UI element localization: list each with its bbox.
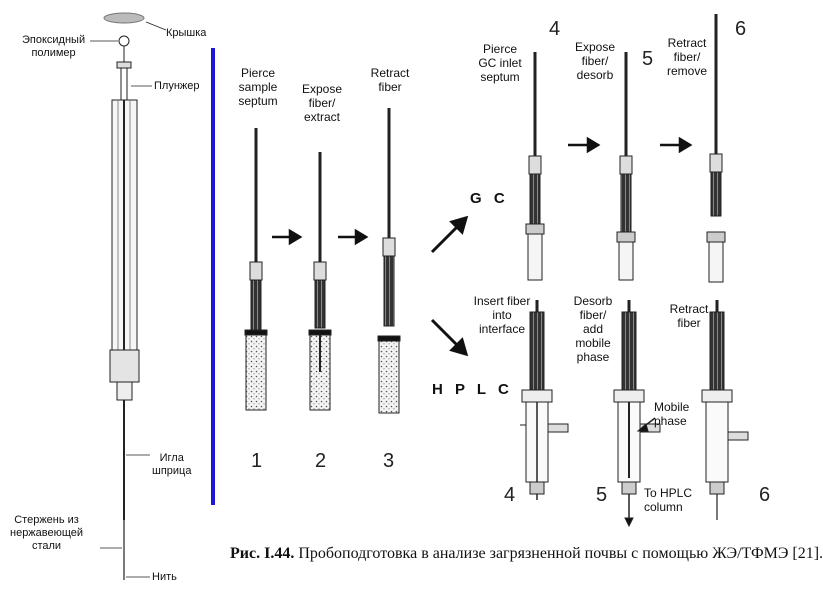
step-arrows-gc <box>568 136 693 154</box>
label-thread: Нить <box>152 571 177 583</box>
hplc-step-label-4: Insert fiber into interface <box>473 294 531 336</box>
route-arrows <box>430 215 469 357</box>
syringe-diagram <box>90 12 167 580</box>
sample-fiber-3 <box>377 108 401 414</box>
gc-step-label-6: Retract fiber/ remove <box>666 36 707 78</box>
label-needle: Игла шприца <box>152 452 192 477</box>
to-hplc-column-label: To HPLC column <box>644 486 693 514</box>
caption-prefix: Рис. I.44. <box>230 545 295 562</box>
gc-step-number-6: 6 <box>735 18 747 40</box>
gc-fiber-6 <box>706 14 726 283</box>
mobile-phase-label: Mobile phase <box>654 400 690 428</box>
step-arrows-sample <box>272 228 369 246</box>
hplc-step-number-5: 5 <box>596 484 608 506</box>
gc-step-number-4: 4 <box>549 18 561 40</box>
label-cap: Крышка <box>166 27 207 39</box>
gc-fiber-4 <box>525 52 545 281</box>
cap-shape <box>103 12 145 24</box>
hplc-step-label-6: Retract fiber <box>669 302 709 330</box>
diagram-canvas <box>90 12 749 580</box>
label-rod: Стержень из нержавеющей стали <box>10 514 84 552</box>
caption-text: Пробоподготовка в анализе загрязненной п… <box>298 545 823 562</box>
route-hplc: H P L C <box>432 381 513 398</box>
plunger-head <box>116 61 132 69</box>
gc-step-number-5: 5 <box>642 48 654 70</box>
gc-step-label-4: Pierce GC inlet septum <box>478 42 522 84</box>
epoxy-bead <box>118 35 130 47</box>
step-number-3: 3 <box>383 450 395 472</box>
sample-fiber-2 <box>308 152 332 411</box>
barrel-hub <box>109 349 140 383</box>
hplc-step-number-6: 6 <box>759 484 771 506</box>
hplc-step-number-4: 4 <box>504 484 516 506</box>
sample-fiber-1 <box>244 128 268 411</box>
route-gc: G C <box>470 190 509 207</box>
label-plunger: Плунжер <box>154 80 200 92</box>
step-label-3: Retract fiber <box>370 66 410 94</box>
hplc-interface-6 <box>701 300 749 520</box>
gc-step-label-5: Expose fiber/ desorb <box>574 40 616 82</box>
step-number-2: 2 <box>315 450 327 472</box>
hplc-interface-4 <box>520 300 569 500</box>
step-number-1: 1 <box>251 450 263 472</box>
step-label-1: Pierce sample septum <box>238 66 278 108</box>
hplc-interface-5 <box>613 300 661 528</box>
label-epoxy: Эпоксидный полимер <box>22 34 86 59</box>
step-label-2: Expose fiber/ extract <box>301 82 343 124</box>
figure-caption: Рис. I.44. Пробоподготовка в анализе заг… <box>230 545 823 563</box>
hplc-step-label-5: Desorb fiber/ add mobile phase <box>573 294 613 364</box>
gc-fiber-5 <box>616 52 636 281</box>
